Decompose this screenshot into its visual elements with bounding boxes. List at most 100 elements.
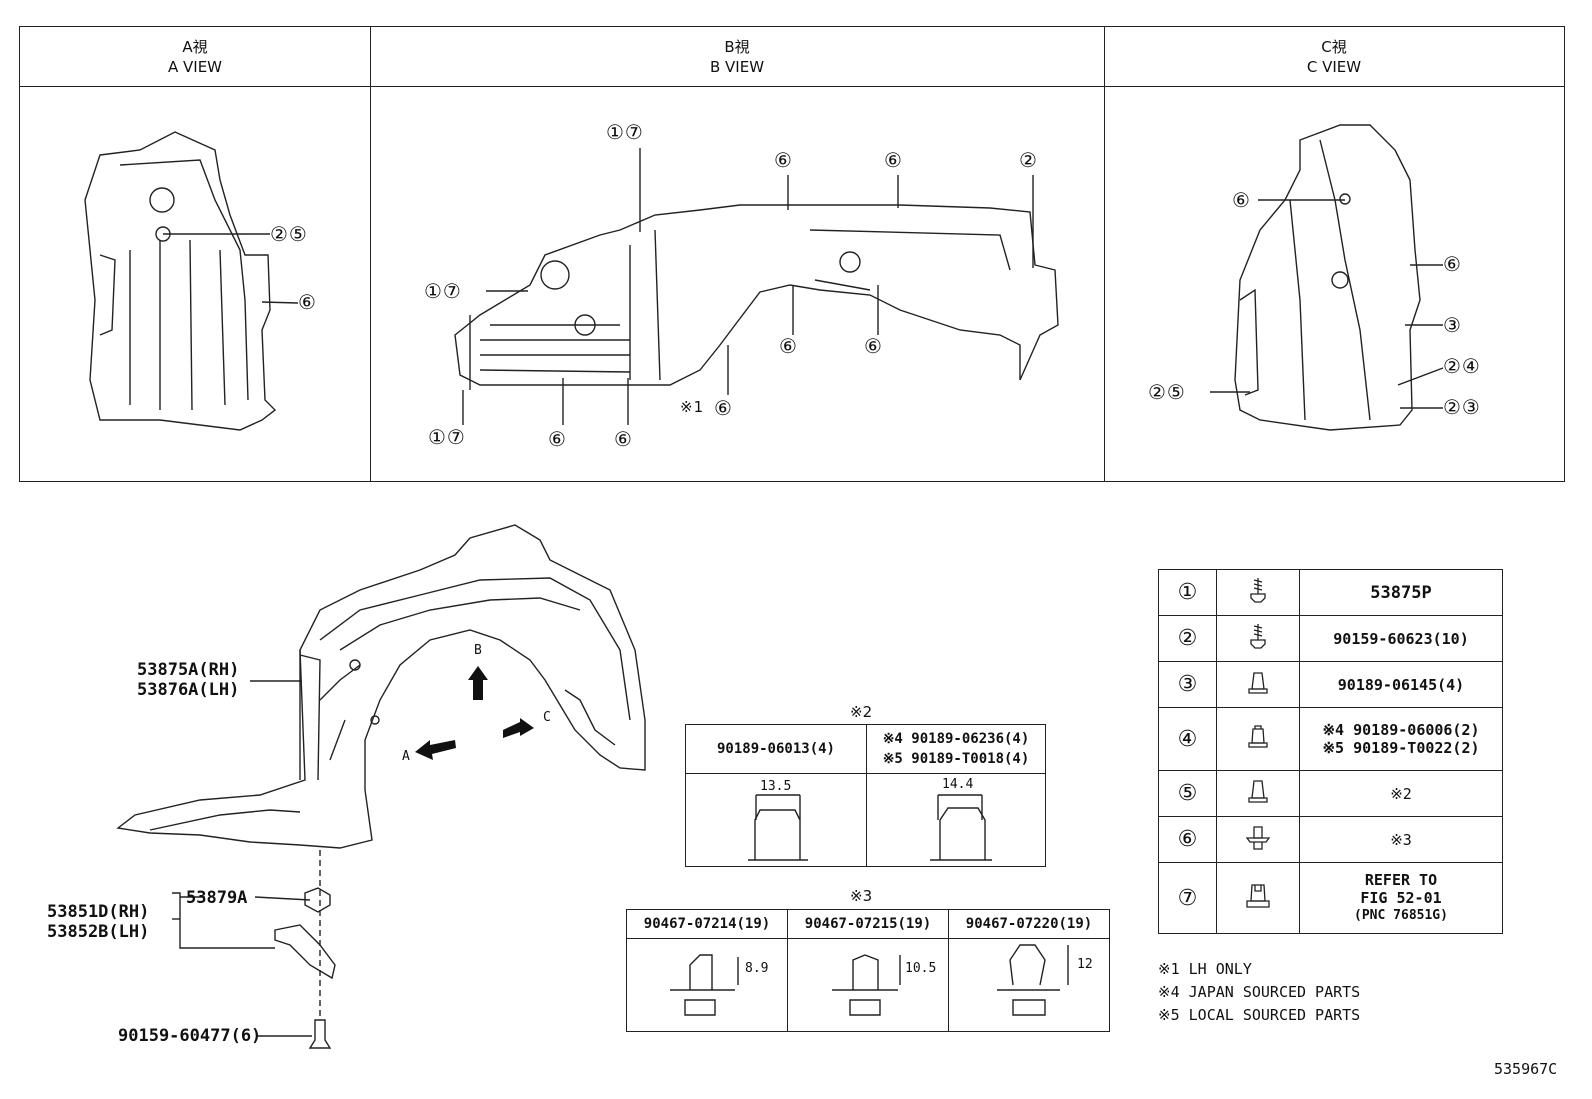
callout-view-b: ⑥: [714, 396, 733, 420]
callout-view-b: ⑥: [774, 148, 793, 172]
view-a-en: A VIEW: [167, 58, 223, 76]
note2-table: 90189-06013(4) ※4 90189-06236(4) ※5 9018…: [685, 724, 1046, 867]
note3-col: 90467-07220(19): [948, 909, 1110, 939]
callout-view-b: ①⑦: [428, 425, 466, 449]
view-separator: [370, 27, 371, 481]
legend-row: ⑦ REFER TO FIG 52-01 (PNC 76851G): [1158, 862, 1503, 934]
note3-cell-drawing: [787, 938, 949, 1032]
note3-cell-drawing: [626, 938, 788, 1032]
view-b-en: B VIEW: [709, 58, 765, 76]
note3-dim: 10.5: [905, 961, 937, 976]
main-leaders: [172, 680, 321, 1037]
note2-mark: ※2: [850, 703, 873, 721]
note3-col: 90467-07215(19): [787, 909, 949, 939]
legend-row: ② 90159-60623(10): [1158, 615, 1503, 662]
note2-col2-line1: ※4 90189-06236(4): [882, 731, 1030, 747]
view-c-jp: C視: [1321, 38, 1347, 56]
callout-view-b: ⑥: [864, 334, 883, 358]
callout-view-c: ⑥: [1443, 252, 1462, 276]
drawing-id: 535967C: [1494, 1060, 1558, 1078]
note2-col2: ※4 90189-06236(4) ※5 90189-T0018(4): [866, 724, 1046, 774]
callout-view-c: ②⑤: [1148, 380, 1186, 404]
note3-cell-drawing: [948, 938, 1110, 1032]
view-b-leaders: [462, 148, 1034, 425]
callout-view-c: ③: [1443, 313, 1462, 337]
view-b-jp: B視: [724, 38, 750, 56]
note3-dim: 8.9: [745, 961, 769, 976]
legend-row: ⑤ ※2: [1158, 770, 1503, 817]
main-liner-drawing: [116, 524, 646, 849]
legend-part: ※2: [1299, 770, 1503, 817]
bracket-drawing: [274, 887, 336, 1049]
part-liner-lh: 53876A(LH): [137, 680, 240, 700]
note2-col2-line2: ※5 90189-T0018(4): [882, 751, 1030, 767]
note3-mark: ※3: [850, 887, 873, 905]
legend-num: ⑥: [1158, 816, 1217, 863]
note3-col: 90467-07214(19): [626, 909, 788, 939]
footnote: ※1 LH ONLY: [1158, 960, 1252, 978]
note2-cell-drawing: [866, 773, 1046, 867]
legend-part-line: ※4 90189-06006(2): [1322, 721, 1480, 739]
fastener-legend: ① 53875P ② 90159-60623(10) ③ 90189-06145…: [1158, 569, 1503, 934]
screw-icon: [1216, 615, 1300, 662]
callout-view-b: ⑥: [614, 427, 633, 451]
legend-num: ①: [1158, 569, 1217, 616]
screw-icon: [1216, 569, 1300, 616]
part-bracket-rh: 53851D(RH): [47, 902, 150, 922]
view-c-header: C視 C VIEW: [1104, 27, 1564, 87]
legend-part: ※3: [1299, 816, 1503, 863]
legend-part-line: FIG 52-01: [1360, 889, 1442, 907]
legend-num: ⑦: [1158, 862, 1217, 934]
view-b-header: B視 B VIEW: [370, 27, 1104, 87]
view-separator: [1104, 27, 1105, 481]
part-screw: 90159-60477(6): [118, 1026, 262, 1046]
note2-col1: 90189-06013(4): [685, 724, 867, 774]
callout-view-b: ⑥: [884, 148, 903, 172]
legend-num: ④: [1158, 707, 1217, 771]
legend-row: ③ 90189-06145(4): [1158, 661, 1503, 708]
callout-view-b: ①⑦: [606, 120, 644, 144]
view-b-liner-drawing: [454, 204, 1059, 390]
legend-part: REFER TO FIG 52-01 (PNC 76851G): [1299, 862, 1503, 934]
direction-arrows: [415, 666, 534, 760]
arrow-label-c: C: [543, 710, 551, 725]
note3-dim: 12: [1077, 957, 1093, 972]
callout-view-c: ②③: [1443, 395, 1481, 419]
legend-row: ④ ※4 90189-06006(2) ※5 90189-T0022(2): [1158, 707, 1503, 771]
legend-part-line: ※5 90189-T0022(2): [1322, 739, 1480, 757]
view-a-header: A視 A VIEW: [20, 27, 370, 87]
view-a-jp: A視: [182, 38, 208, 56]
note2-dim2: 14.4: [942, 777, 974, 792]
footnote: ※5 LOCAL SOURCED PARTS: [1158, 1006, 1361, 1024]
callout-view-a: ⑥: [298, 290, 317, 314]
clip-icon: [1216, 816, 1300, 863]
legend-part: 53875P: [1299, 569, 1503, 616]
callout-view-b-note: ※1: [680, 398, 705, 416]
nut-icon: [1216, 707, 1300, 771]
part-clip: 53879A: [186, 888, 248, 908]
legend-num: ⑤: [1158, 770, 1217, 817]
legend-num: ②: [1158, 615, 1217, 662]
legend-part-line: (PNC 76851G): [1354, 908, 1448, 923]
footnote: ※4 JAPAN SOURCED PARTS: [1158, 983, 1361, 1001]
callout-view-b: ①⑦: [424, 279, 462, 303]
note2-dim1: 13.5: [760, 779, 792, 794]
view-c-en: C VIEW: [1306, 58, 1362, 76]
callout-view-b: ⑥: [779, 334, 798, 358]
note2-cell-drawing: [685, 773, 867, 867]
legend-part: ※4 90189-06006(2) ※5 90189-T0022(2): [1299, 707, 1503, 771]
legend-row: ① 53875P: [1158, 569, 1503, 616]
callout-view-b: ②: [1019, 148, 1038, 172]
note3-table: 90467-07214(19) 90467-07215(19) 90467-07…: [626, 909, 1110, 1032]
view-a-liner-drawing: [84, 131, 277, 431]
view-c-leaders: [1210, 199, 1444, 409]
nut-icon: [1216, 770, 1300, 817]
legend-part: 90189-06145(4): [1299, 661, 1503, 708]
legend-row: ⑥ ※3: [1158, 816, 1503, 863]
view-a-leaders: [163, 233, 299, 304]
legend-part: 90159-60623(10): [1299, 615, 1503, 662]
callout-view-c: ②④: [1443, 354, 1481, 378]
part-liner-rh: 53875A(RH): [137, 660, 240, 680]
callout-view-a: ②⑤: [270, 222, 308, 246]
callout-view-b: ⑥: [548, 427, 567, 451]
